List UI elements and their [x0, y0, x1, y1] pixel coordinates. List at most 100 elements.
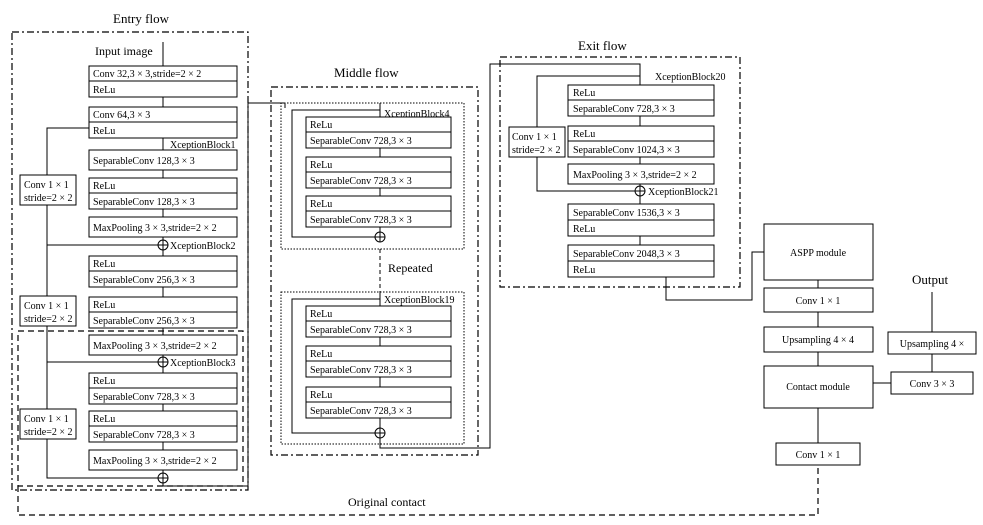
exit-flow-frame: [499, 56, 741, 288]
svg-text:stride=2 × 2: stride=2 × 2: [24, 427, 73, 438]
svg-text:SeparableConv 728,3 × 3: SeparableConv 728,3 × 3: [310, 215, 412, 226]
svg-text:Conv 1 × 1: Conv 1 × 1: [24, 301, 69, 312]
contact-module-box: Contact module: [763, 365, 874, 409]
b2-relu-sepconv-1: ReLu SeparableConv 256,3 × 3: [88, 255, 238, 288]
mid-b19-inner: ReLu SeparableConv 728,3 × 3 ReLu Separa…: [291, 298, 452, 439]
svg-text:Conv 1 × 1: Conv 1 × 1: [512, 132, 557, 143]
add-node-block2: [157, 239, 169, 251]
svg-text:Conv 1 × 1: Conv 1 × 1: [24, 180, 69, 191]
xception-block20-label: XceptionBlock20: [655, 72, 726, 83]
svg-text:SeparableConv 728,3 × 3: SeparableConv 728,3 × 3: [93, 430, 195, 441]
repeated-label: Repeated: [388, 261, 433, 275]
decoder-conv1x1-box: Conv 1 × 1: [763, 287, 874, 313]
b1-relu-sepconv-box: ReLu SeparableConv 128,3 × 3: [88, 177, 238, 210]
svg-text:Conv 3 × 3: Conv 3 × 3: [910, 379, 955, 390]
b2-maxpool-box: MaxPooling 3 × 3,stride=2 × 2: [88, 334, 238, 356]
svg-text:SeparableConv 728,3 × 3: SeparableConv 728,3 × 3: [93, 392, 195, 403]
middle-flow-title: Middle flow: [334, 65, 399, 80]
ex-b21-sepconv-relu-1: SeparableConv 1536,3 × 3 ReLu: [567, 203, 715, 237]
svg-text:stride=2 × 2: stride=2 × 2: [24, 193, 73, 204]
svg-text:SeparableConv 1024,3 × 3: SeparableConv 1024,3 × 3: [573, 145, 680, 156]
svg-text:SeparableConv 128,3 × 3: SeparableConv 128,3 × 3: [93, 197, 195, 208]
svg-text:Contact module: Contact module: [786, 382, 850, 393]
svg-text:ReLu: ReLu: [93, 376, 115, 387]
svg-text:SeparableConv 256,3 × 3: SeparableConv 256,3 × 3: [93, 316, 195, 327]
svg-text:SeparableConv 728,3 × 3: SeparableConv 728,3 × 3: [310, 176, 412, 187]
xception-block4-frame: [280, 102, 465, 250]
ex-b20-relu-sepconv-1: ReLu SeparableConv 728,3 × 3: [567, 84, 715, 117]
svg-text:ReLu: ReLu: [310, 160, 332, 171]
svg-text:Conv 1 × 1: Conv 1 × 1: [796, 296, 841, 307]
svg-text:MaxPooling 3 × 3,stride=2 × 2: MaxPooling 3 × 3,stride=2 × 2: [93, 341, 217, 352]
svg-text:Conv 32,3 × 3,stride=2 × 2: Conv 32,3 × 3,stride=2 × 2: [93, 69, 201, 80]
skip-conv-3: Conv 1 × 1 stride=2 × 2: [19, 362, 158, 479]
svg-text:ReLu: ReLu: [93, 414, 115, 425]
skip-conv-2: Conv 1 × 1 stride=2 × 2: [19, 245, 158, 363]
svg-text:ReLu: ReLu: [310, 199, 332, 210]
original-contact-region: [17, 330, 244, 487]
add-node-block21: [634, 185, 646, 197]
aspp-module-box: ASPP module: [763, 223, 874, 281]
svg-text:ReLu: ReLu: [573, 224, 595, 235]
output-conv3x3-box: Conv 3 × 3: [890, 371, 974, 395]
original-contact-path: [17, 465, 819, 516]
svg-text:MaxPooling 3 × 3,stride=2 × 2: MaxPooling 3 × 3,stride=2 × 2: [93, 456, 217, 467]
ex-b20-relu-sepconv-2: ReLu SeparableConv 1024,3 × 3: [567, 125, 715, 158]
svg-text:ReLu: ReLu: [93, 300, 115, 311]
b1-maxpool-box: MaxPooling 3 × 3,stride=2 × 2: [88, 216, 238, 238]
svg-text:ReLu: ReLu: [93, 85, 115, 96]
xception-block4-label: XceptionBlock4: [384, 109, 450, 120]
svg-text:SeparableConv 728,3 × 3: SeparableConv 728,3 × 3: [310, 365, 412, 376]
xception-block21-label: XceptionBlock21: [648, 187, 719, 198]
conv-32-box: Conv 32,3 × 3,stride=2 × 2 ReLu: [88, 65, 238, 98]
svg-text:SeparableConv 728,3 × 3: SeparableConv 728,3 × 3: [310, 406, 412, 417]
svg-text:SeparableConv 728,3 × 3: SeparableConv 728,3 × 3: [310, 136, 412, 147]
middle-to-exit-connector: [379, 63, 641, 449]
svg-text:Conv 1 × 1: Conv 1 × 1: [24, 414, 69, 425]
svg-text:SeparableConv 1536,3 × 3: SeparableConv 1536,3 × 3: [573, 208, 680, 219]
final-conv1x1-box: Conv 1 × 1: [775, 442, 861, 466]
exit-flow-title: Exit flow: [578, 38, 627, 53]
svg-text:ReLu: ReLu: [310, 309, 332, 320]
original-contact-label: Original contact: [348, 495, 426, 509]
output-title: Output: [912, 272, 949, 287]
svg-text:ReLu: ReLu: [93, 181, 115, 192]
svg-text:ReLu: ReLu: [310, 120, 332, 131]
svg-text:ReLu: ReLu: [573, 88, 595, 99]
svg-text:ReLu: ReLu: [573, 129, 595, 140]
svg-text:SeparableConv 256,3 × 3: SeparableConv 256,3 × 3: [93, 275, 195, 286]
xception-block19-frame: [280, 291, 465, 445]
b2-relu-sepconv-2: ReLu SeparableConv 256,3 × 3: [88, 296, 238, 329]
output-upsampling-box: Upsampling 4 ×: [887, 331, 977, 355]
xception-block2-label: XceptionBlock2: [170, 241, 236, 252]
add-node-block3: [157, 356, 169, 368]
svg-text:ReLu: ReLu: [573, 265, 595, 276]
svg-text:ReLu: ReLu: [93, 259, 115, 270]
mid-b4-inner: ReLu SeparableConv 728,3 × 3 ReLu Separa…: [291, 109, 452, 243]
exit-to-aspp-connector: [665, 251, 764, 301]
svg-text:ASPP module: ASPP module: [790, 248, 847, 259]
xception-block1-label: XceptionBlock1: [170, 140, 236, 151]
svg-text:Conv 1 × 1: Conv 1 × 1: [796, 450, 841, 461]
decoder-upsampling-box: Upsampling 4 × 4: [763, 326, 874, 353]
skip-conv-1: Conv 1 × 1 stride=2 × 2: [19, 127, 158, 246]
svg-text:MaxPooling 3 × 3,stride=2 × 2: MaxPooling 3 × 3,stride=2 × 2: [93, 223, 217, 234]
ex-b20-maxpool: MaxPooling 3 × 3,stride=2 × 2: [567, 163, 715, 185]
b3-maxpool-box: MaxPooling 3 × 3,stride=2 × 2: [88, 449, 238, 471]
svg-text:ReLu: ReLu: [310, 390, 332, 401]
b3-relu-sepconv-2: ReLu SeparableConv 728,3 × 3: [88, 410, 238, 443]
svg-text:SeparableConv 728,3 × 3: SeparableConv 728,3 × 3: [310, 325, 412, 336]
svg-text:SeparableConv 2048,3 × 3: SeparableConv 2048,3 × 3: [573, 249, 680, 260]
svg-text:Upsampling 4 ×: Upsampling 4 ×: [900, 339, 965, 350]
skip-conv-exit: Conv 1 × 1 stride=2 × 2: [508, 75, 640, 192]
xception-block19-label: XceptionBlock19: [384, 295, 455, 306]
svg-text:SeparableConv 128,3 × 3: SeparableConv 128,3 × 3: [93, 156, 195, 167]
xception-block3-label: XceptionBlock3: [170, 358, 236, 369]
conv-64-box: Conv 64,3 × 3 ReLu: [88, 106, 238, 139]
svg-text:Conv 64,3 × 3: Conv 64,3 × 3: [93, 110, 150, 121]
svg-text:MaxPooling 3 × 3,stride=2 × 2: MaxPooling 3 × 3,stride=2 × 2: [573, 170, 697, 181]
b1-sepconv-box: SeparableConv 128,3 × 3: [88, 149, 238, 171]
svg-text:ReLu: ReLu: [310, 349, 332, 360]
